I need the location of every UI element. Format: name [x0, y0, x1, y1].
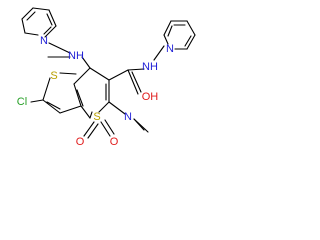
sulfonyl-o-left-label: O: [76, 136, 85, 148]
core-scaffold: [30, 42, 165, 131]
sulfonyl-s-label: S: [93, 111, 100, 123]
left-pyridine-n-label: N: [40, 35, 48, 47]
chloro-label: Cl: [17, 96, 27, 108]
sulfonyl-bonds: [83, 111, 115, 139]
thiophene-s-label: S: [50, 70, 57, 82]
ring-n-label: N: [124, 111, 132, 123]
left-pyridine-ring: [21, 7, 57, 38]
methyl-bond: [133, 118, 149, 133]
hydroxyl-label: OH: [142, 91, 159, 103]
sulfonyl-o-right-label: O: [110, 136, 119, 148]
chemical-structure: N NH N NH OH S Cl N S O O: [17, 7, 196, 148]
amide-nh-label: NH: [142, 61, 158, 73]
right-pyridine-ring: [163, 20, 196, 50]
right-pyridine-n-label: N: [166, 43, 174, 55]
amine-nh-label: NH: [68, 50, 84, 62]
